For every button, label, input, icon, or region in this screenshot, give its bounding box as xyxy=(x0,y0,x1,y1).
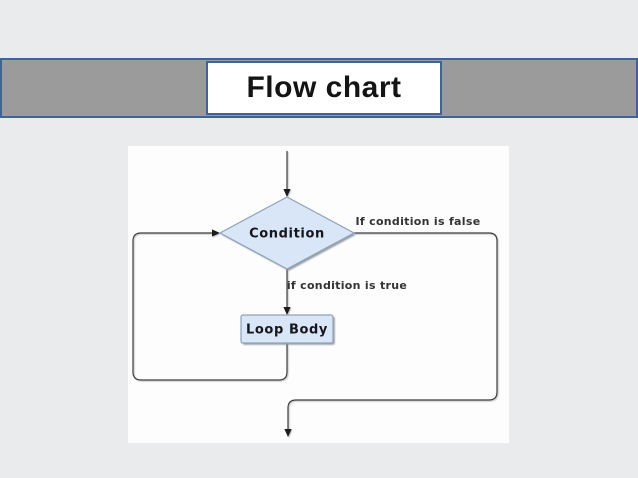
loop-body-arrowhead-icon xyxy=(283,307,291,315)
condition-diamond-border xyxy=(218,196,356,270)
page-title: Flow chart xyxy=(246,71,402,104)
loop-body-box xyxy=(241,315,333,343)
false-branch-label: If condition is false xyxy=(356,215,481,228)
flowchart-panel: Condition Loop Body If condition is fals… xyxy=(128,146,509,443)
exit-arrowhead-icon xyxy=(284,429,292,437)
condition-arrowhead-icon xyxy=(212,229,220,237)
title-box: Flow chart xyxy=(206,61,442,115)
connector-lines xyxy=(132,151,498,437)
true-branch-label: if condition is true xyxy=(287,279,407,292)
entry-arrowhead-icon xyxy=(283,189,291,197)
false-branch-line xyxy=(287,232,498,429)
loop-back-line xyxy=(132,232,288,381)
condition-label: Condition xyxy=(249,227,325,242)
loop-body-label: Loop Body xyxy=(246,323,328,338)
flowchart-diagram: Condition Loop Body If condition is fals… xyxy=(132,151,498,437)
loop-body-box-border xyxy=(240,314,334,344)
